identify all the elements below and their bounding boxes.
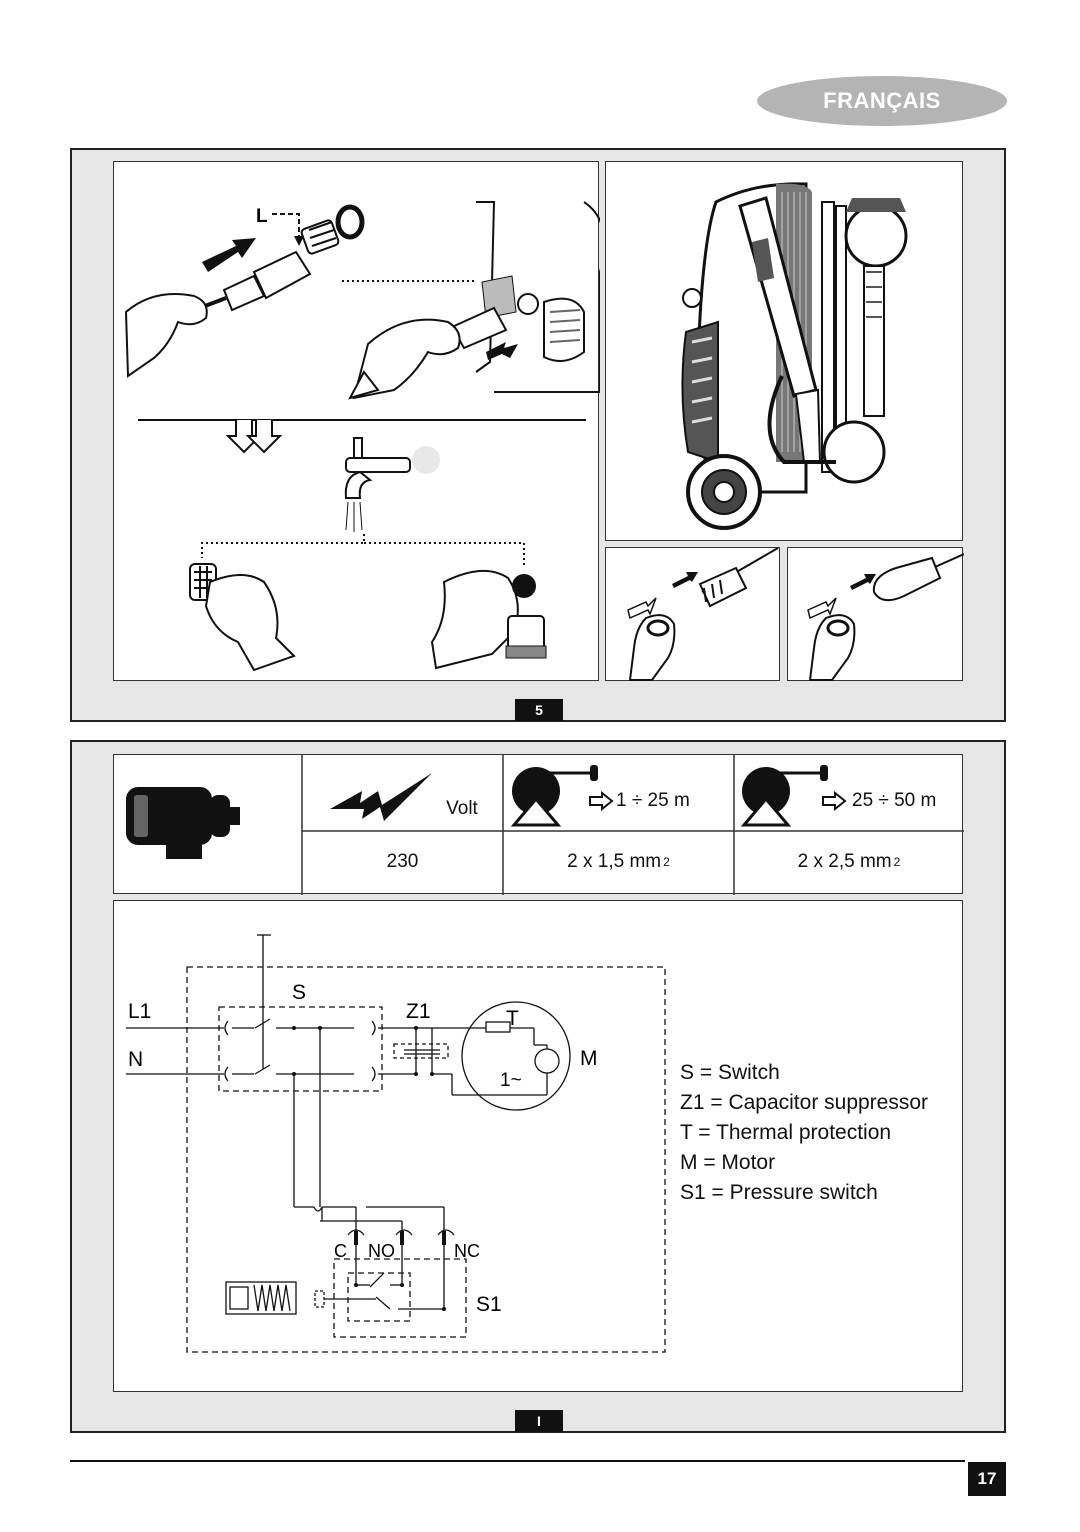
label-l1: L1 [128,1000,151,1023]
arrow-right-icon [822,791,847,811]
label-no: NO [368,1241,395,1261]
label-z1: Z1 [406,1000,431,1023]
page-number: 17 [968,1462,1006,1496]
panel-nozzle-connect [787,547,965,681]
label-s1: S1 [476,1293,502,1316]
cable-length-long: 25 ÷ 50 m [852,790,937,811]
legend-item-pressure-switch: S1 = Pressure switch [680,1181,878,1204]
cable-reel-icon [510,765,598,827]
superscript-2: 2 [663,855,670,869]
legend-item-thermal: T = Thermal protection [680,1121,892,1144]
panel-hose-filter: L [113,161,606,681]
label-phase: 1~ [500,1070,522,1091]
superscript-2: 2 [893,855,901,869]
lightning-icon [330,773,432,821]
legend-item-capacitor: Z1 = Capacitor suppressor [680,1091,929,1114]
wiring-diagram: L1 N S Z1 T M 1~ C NO NC S1 [126,934,666,1353]
cable-reel-icon [740,765,828,827]
panel-machine [605,161,963,541]
arrow-right-icon [589,791,614,811]
language-badge: FRANÇAIS [757,76,1007,126]
label-l: L [256,206,268,227]
figure-i-tag: I [515,1410,563,1432]
cable-length-short: 1 ÷ 25 m [616,790,690,811]
cable-section-long-value: 2 x 2,5 mm [797,851,892,872]
label-s: S [292,981,306,1004]
label-c: C [334,1241,347,1261]
table-grid [301,755,964,895]
footer-rule [70,1460,965,1462]
legend-item-motor: M = Motor [680,1151,776,1174]
legend-item-switch: S = Switch [680,1061,780,1084]
language-label: FRANÇAIS [823,88,941,113]
lance-connect-illustration [627,547,779,681]
panel-lance-connect [605,547,780,681]
motor-icon [126,787,240,859]
label-t: T [506,1007,519,1030]
cable-section-short-value: 2 x 1,5 mm [567,851,662,872]
figure-5-tag: 5 [515,699,563,721]
machine-illustration [681,182,908,530]
label-nc: NC [454,1241,480,1261]
voltage-value: 230 [386,851,419,872]
hose-filter-illustration: L [124,201,606,672]
label-n: N [128,1048,143,1071]
voltage-unit-label: Volt [446,798,478,819]
wiring-diagram-panel: L1 N S Z1 T M 1~ C NO NC S1 S = Switch Z… [113,900,963,1392]
label-m: M [580,1047,598,1070]
nozzle-connect-illustration [807,553,965,681]
legend: S = Switch Z1 = Capacitor suppressor T =… [680,1061,960,1211]
